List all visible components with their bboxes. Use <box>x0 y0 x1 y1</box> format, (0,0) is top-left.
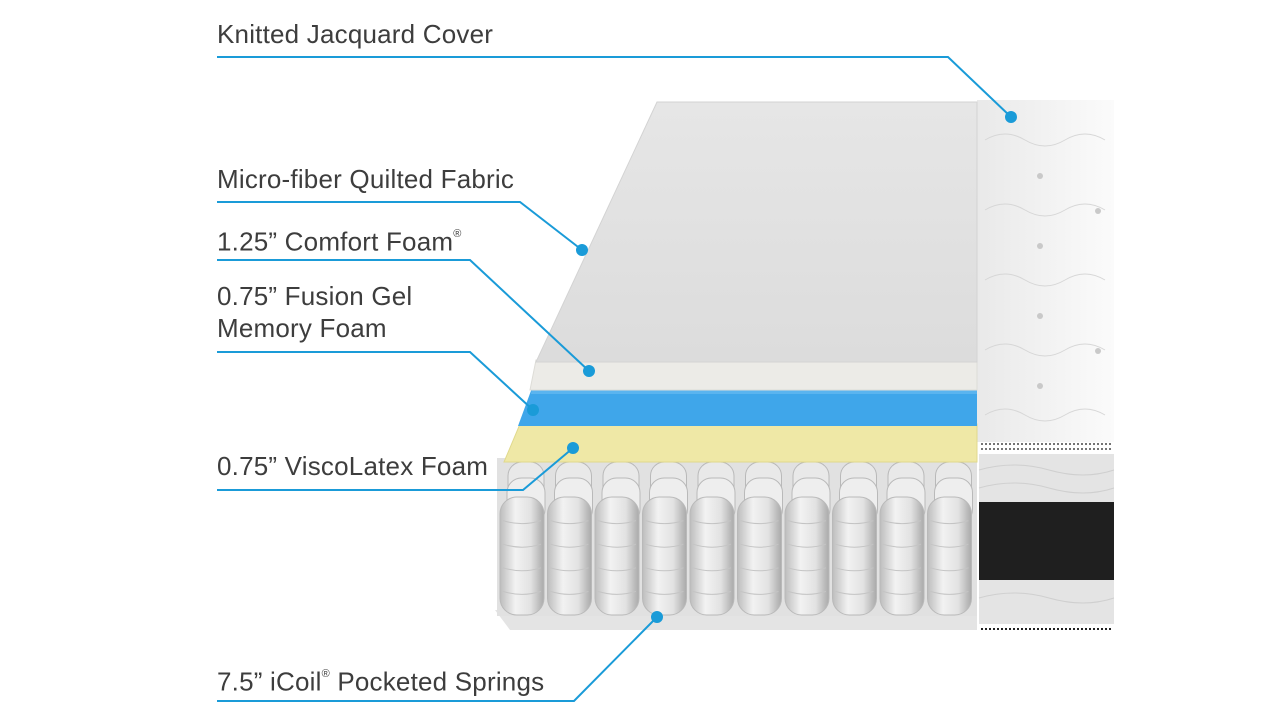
spring-coil-fold <box>692 520 732 525</box>
spring-coil <box>689 496 735 616</box>
leader-lines <box>217 56 1012 702</box>
spring-coil-fold <box>597 567 637 572</box>
spring-coil-fold <box>835 543 874 548</box>
spring-coil-fold <box>882 567 922 572</box>
spring-coil-fold <box>502 543 542 548</box>
callout-dot-quilt <box>576 244 588 256</box>
spring-coil <box>594 496 640 616</box>
spring-coil-fold <box>645 590 684 595</box>
spring-coil-fold <box>740 543 779 548</box>
comfort-foam-layer <box>529 359 978 391</box>
spring-coil-fold <box>692 590 732 595</box>
spring-coil-fold <box>787 543 827 548</box>
callout-dot-visco <box>567 442 579 454</box>
spring-coil-fold <box>882 520 922 525</box>
spring-coil <box>784 496 830 616</box>
spring-coil <box>927 496 972 616</box>
spring-coil-fold <box>645 543 684 548</box>
label-fusion-gel-memory-foam: 0.75” Fusion Gel Memory Foam <box>217 280 412 344</box>
registered-mark: ® <box>453 228 462 240</box>
label-knitted-jacquard-cover: Knitted Jacquard Cover <box>217 18 493 50</box>
label-text: Micro-fiber Quilted Fabric <box>217 164 515 194</box>
label-text-line1: 0.75” Fusion Gel <box>217 281 413 311</box>
leader-line-visco <box>217 447 574 491</box>
spring-coil <box>737 496 782 616</box>
spring-coil-fold <box>835 590 874 595</box>
label-text: 0.75” ViscoLatex Foam <box>217 451 489 481</box>
spring-coil <box>547 496 592 616</box>
spring-coil-fold <box>740 520 779 525</box>
spring-coil-fold <box>835 567 874 572</box>
spring-coil-fold <box>835 520 874 525</box>
spring-coil-fold <box>930 567 969 572</box>
leader-line-comfort <box>217 259 590 372</box>
spring-coil-fold <box>502 567 542 572</box>
spring-coil-fold <box>882 590 922 595</box>
spring-coil-fold <box>930 543 969 548</box>
registered-mark: ® <box>321 668 330 680</box>
cover-side-panel <box>977 100 1115 634</box>
spring-coil <box>499 496 545 616</box>
label-text-line2: Memory Foam <box>217 313 387 343</box>
leader-dots <box>527 111 1017 623</box>
spring-coil-fold <box>787 520 827 525</box>
spring-coil-fold <box>645 520 684 525</box>
spring-coil-fold <box>550 567 589 572</box>
spring-coil-fold <box>550 590 589 595</box>
label-icoil-pocketed-springs: 7.5” iCoil® Pocketed Springs <box>217 662 544 698</box>
label-text: 1.25” Comfort Foam <box>217 226 454 257</box>
callout-dot-springs <box>651 611 663 623</box>
spring-coil <box>642 496 687 616</box>
leader-line-quilt <box>217 201 583 251</box>
spring-coil <box>879 496 925 616</box>
label-text-post: Pocketed Springs <box>329 666 545 697</box>
callout-dot-cover <box>1005 111 1017 123</box>
spring-coil <box>832 496 877 616</box>
spring-coil-fold <box>645 567 684 572</box>
callout-dot-gel <box>527 404 539 416</box>
spring-coil-fold <box>502 590 542 595</box>
leader-line-gel <box>217 351 534 411</box>
spring-coil-fold <box>930 520 969 525</box>
label-viscolatex-foam: 0.75” ViscoLatex Foam <box>217 450 488 482</box>
spring-coil-fold <box>740 567 779 572</box>
spring-coil-fold <box>787 567 827 572</box>
callout-dot-comfort <box>583 365 595 377</box>
label-micro-fiber-quilted-fabric: Micro-fiber Quilted Fabric <box>217 163 514 195</box>
spring-coil-fold <box>550 520 589 525</box>
spring-coil-fold <box>597 520 637 525</box>
leader-line-springs <box>217 616 658 702</box>
spring-coil-fold <box>692 567 732 572</box>
label-text-pre: 7.5” iCoil <box>217 666 322 697</box>
label-text: Knitted Jacquard Cover <box>217 19 494 49</box>
spring-coil-fold <box>597 590 637 595</box>
spring-coil-fold <box>882 543 922 548</box>
spring-coil-fold <box>597 543 637 548</box>
leader-line-cover <box>217 56 1012 118</box>
spring-coil-fold <box>930 590 969 595</box>
spring-coil-fold <box>692 543 732 548</box>
spring-coil-fold <box>502 520 542 525</box>
spring-coil-fold <box>787 590 827 595</box>
spring-coil-fold <box>550 543 589 548</box>
pocketed-springs <box>495 458 977 630</box>
gel-memory-foam-layer <box>518 388 977 426</box>
quilted-fabric-layer <box>535 101 978 363</box>
spring-coil-fold <box>740 590 779 595</box>
label-comfort-foam: 1.25” Comfort Foam® <box>217 222 462 258</box>
